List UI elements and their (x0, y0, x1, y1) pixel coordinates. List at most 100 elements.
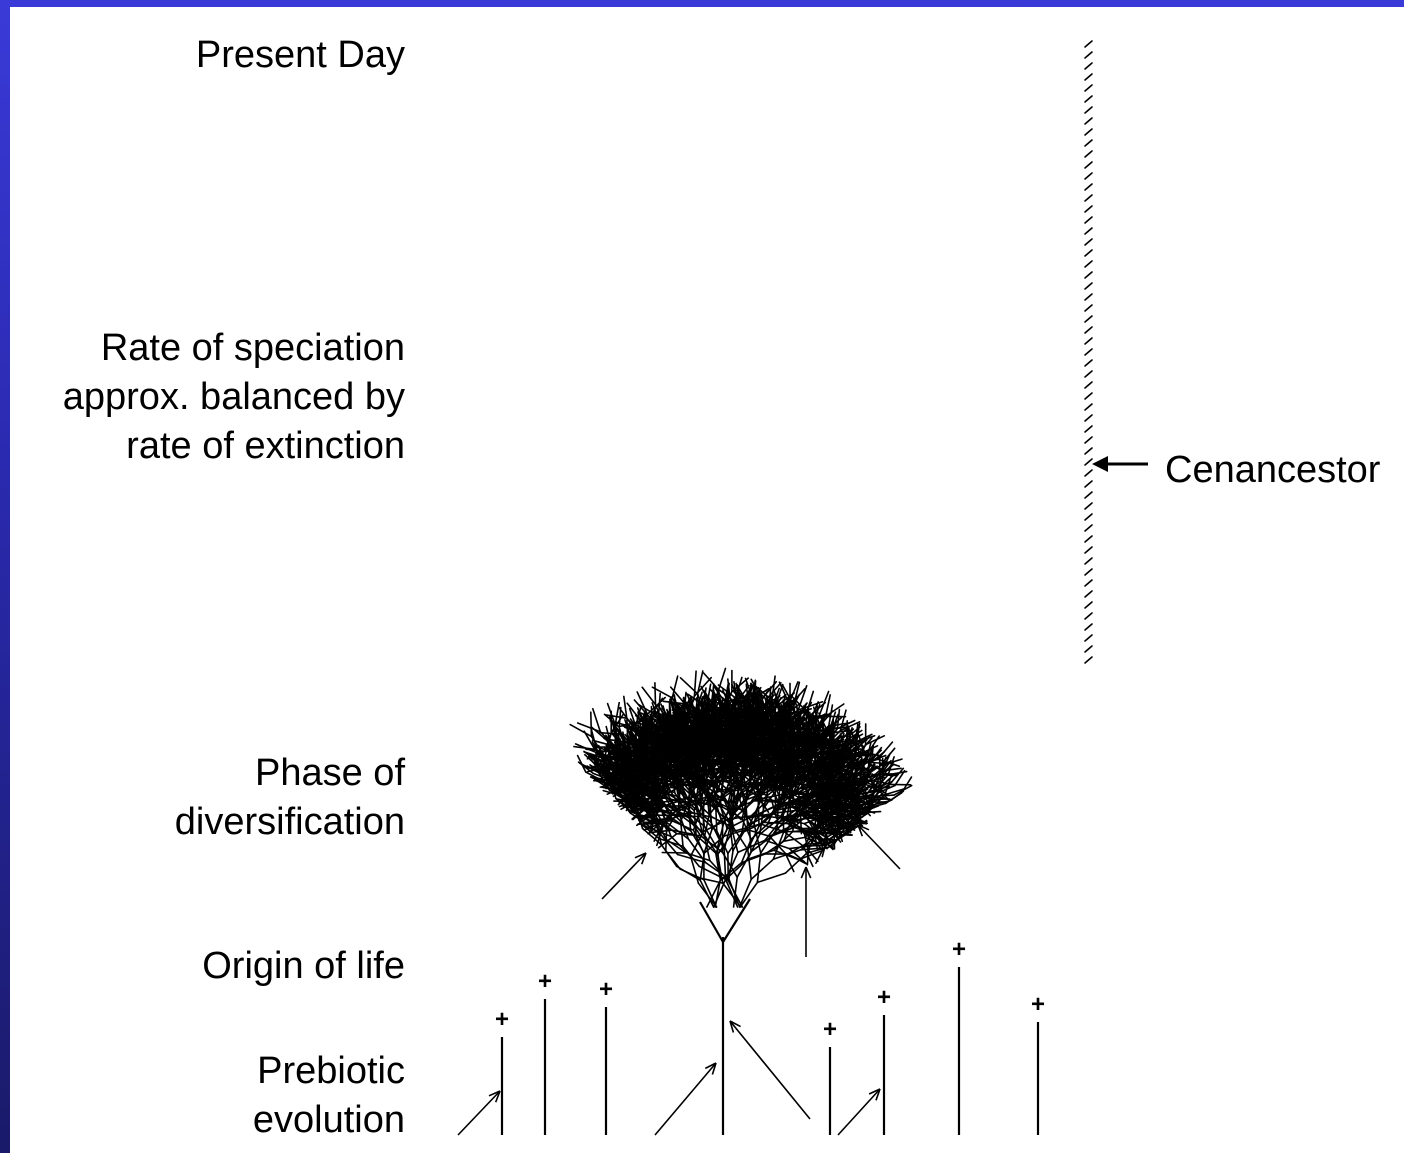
branch (662, 845, 677, 867)
extinction-mark: + (495, 1006, 509, 1033)
diversification-line-1: Phase of (175, 749, 405, 798)
branch (745, 799, 747, 826)
speciation-rate-label: Rate of speciation approx. balanced by r… (63, 324, 405, 471)
edge-tick (1085, 85, 1092, 91)
diagram-panel: +++++++ Present Day Rate of speciation a… (10, 7, 1404, 1153)
edge-tick (1085, 481, 1092, 487)
branch (700, 880, 713, 907)
edge-tick (1085, 371, 1092, 377)
edge-tick (1085, 602, 1092, 608)
annotation-arrow (730, 1021, 810, 1119)
edge-tick (1085, 591, 1092, 597)
edge-tick (1085, 118, 1092, 124)
edge-tick (1085, 514, 1092, 520)
edge-tick (1085, 657, 1092, 663)
edge-tick (1085, 195, 1092, 201)
extinction-mark: + (952, 936, 966, 963)
branch (674, 774, 675, 793)
cenancestor-arrow (1092, 456, 1148, 472)
edge-tick (1085, 613, 1092, 619)
branch (822, 796, 843, 797)
diversification-line-2: diversification (175, 798, 405, 847)
speciation-rate-line-2: approx. balanced by (63, 373, 405, 422)
edge-tick (1085, 151, 1092, 157)
edge-tick (1085, 635, 1092, 641)
branch (832, 826, 850, 827)
branch (834, 830, 835, 849)
extinction-marks: +++++++ (495, 936, 1045, 1043)
edge-tick (1085, 327, 1092, 333)
origin-of-life-label: Origin of life (202, 942, 405, 991)
edge-tick (1085, 52, 1092, 58)
edge-tick (1085, 525, 1092, 531)
prebiotic-lineages (502, 967, 1038, 1135)
annotation-arrow (602, 853, 646, 899)
edge-tick (1085, 338, 1092, 344)
edge-tick (1085, 580, 1092, 586)
speciation-rate-line-1: Rate of speciation (63, 324, 405, 373)
edge-tick (1085, 415, 1092, 421)
edge-tick (1085, 382, 1092, 388)
edge-tick (1085, 316, 1092, 322)
extinction-mark: + (877, 984, 891, 1011)
edge-tick (1085, 503, 1092, 509)
edge-tick (1085, 239, 1092, 245)
branch (803, 828, 824, 829)
prebiotic-line-1: Prebiotic (253, 1047, 405, 1096)
branch (751, 836, 772, 852)
branch (817, 805, 818, 829)
branch (606, 788, 623, 789)
branch (883, 759, 884, 776)
edge-tick (1085, 470, 1092, 476)
edge-tick (1085, 140, 1092, 146)
branch (885, 776, 891, 795)
edge-tick (1085, 437, 1092, 443)
trunk-line (700, 902, 723, 942)
edge-tick (1085, 569, 1092, 575)
edge-tick (1085, 294, 1092, 300)
speciation-rate-line-3: rate of extinction (63, 422, 405, 471)
edge-tick (1085, 547, 1092, 553)
extinction-mark: + (599, 976, 613, 1003)
branch (714, 712, 715, 729)
edge-tick (1085, 217, 1092, 223)
extinction-mark: + (823, 1016, 837, 1043)
edge-tick (1085, 206, 1092, 212)
edge-tick (1085, 349, 1092, 355)
edge-tick (1085, 129, 1092, 135)
branch (776, 722, 795, 723)
tree-branches (570, 41, 1092, 907)
edge-tick (1085, 173, 1092, 179)
edge-tick (1085, 162, 1092, 168)
cenancestor-label: Cenancestor (1165, 446, 1380, 495)
edge-tick (1085, 261, 1092, 267)
edge-tick (1085, 492, 1092, 498)
edge-tick (1085, 426, 1092, 432)
edge-tick (1085, 228, 1092, 234)
branch (612, 774, 631, 775)
branch (662, 853, 686, 854)
edge-tick (1085, 250, 1092, 256)
edge-tick (1085, 448, 1092, 454)
edge-tick (1085, 74, 1092, 80)
branch (642, 687, 655, 704)
diversification-phase-label: Phase of diversification (175, 749, 405, 847)
edge-tick (1085, 459, 1092, 465)
edge-tick (1085, 404, 1092, 410)
edge-tick (1085, 283, 1092, 289)
edge-tick (1085, 305, 1092, 311)
prebiotic-line-2: evolution (253, 1096, 405, 1145)
edge-tick (1085, 41, 1092, 47)
branch (591, 712, 592, 736)
prebiotic-evolution-label: Prebiotic evolution (253, 1047, 405, 1145)
extinction-mark: + (538, 968, 552, 995)
edge-tick (1085, 558, 1092, 564)
branch (677, 866, 701, 880)
edge-tick (1085, 272, 1092, 278)
edge-tick (1085, 96, 1092, 102)
edge-tick (1085, 107, 1092, 113)
edge-tick (1085, 184, 1092, 190)
branch (675, 712, 676, 729)
edge-tick (1085, 646, 1092, 652)
